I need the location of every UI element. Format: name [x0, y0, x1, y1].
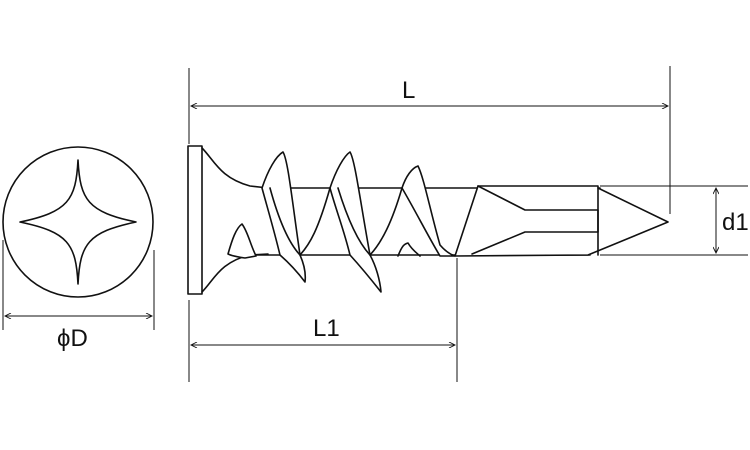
thread-flight-1-back [227, 223, 257, 259]
head-flange [187, 145, 203, 295]
head-end-view [2, 146, 154, 298]
tip-diameter-dimension [600, 185, 748, 256]
head-outline-circle [2, 146, 154, 298]
countersunk-neck [201, 147, 269, 293]
overall-length-label: L [402, 77, 415, 104]
thread-length-dimension [188, 258, 458, 382]
thread-flight-2 [329, 151, 382, 293]
overall-length-dimension [188, 66, 671, 214]
diameter-dimension [2, 240, 155, 330]
drill-tip [454, 185, 669, 257]
thread-flight-1 [261, 151, 307, 283]
head-diameter-label: ϕD [57, 325, 88, 352]
thread-length-label: L1 [313, 315, 340, 342]
tip-diameter-label: d1 [722, 209, 749, 236]
phillips-recess-icon [19, 159, 137, 285]
screw-side-view [187, 145, 669, 295]
thread-flight-3 [401, 165, 456, 257]
